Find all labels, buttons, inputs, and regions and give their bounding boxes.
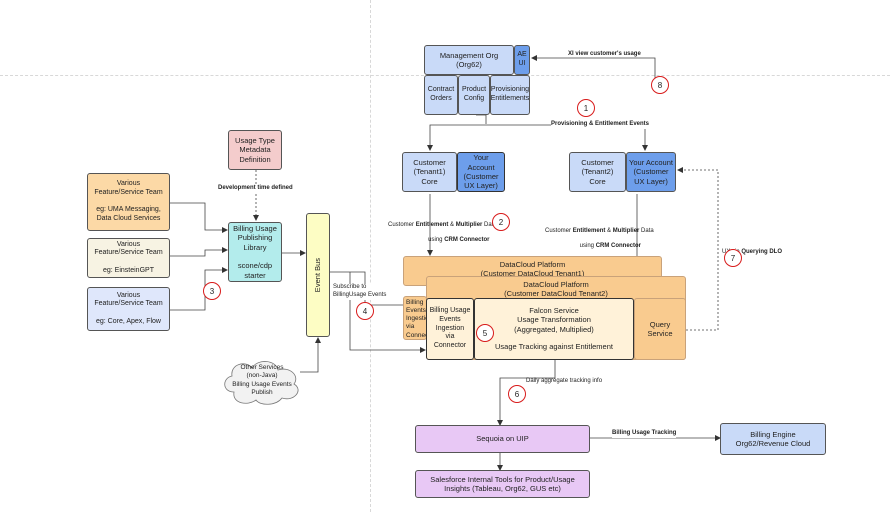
event-bus-label: Event Bus: [313, 257, 323, 293]
provisioning-entitlements: Provisioning Entitlements: [490, 75, 530, 115]
management-org: Management Org (Org62): [424, 45, 514, 75]
event-bus: Event Bus: [306, 213, 330, 337]
your-account-tenant2: Your Account (Customer UX Layer): [626, 152, 676, 192]
step-badge-5: 5: [476, 324, 494, 342]
billing-usage-tracking-label: Billing Usage Tracking: [612, 430, 677, 438]
step-badge-2: 2: [492, 213, 510, 231]
team-box-2: Various Feature/Service Team eg: Einstei…: [87, 238, 170, 278]
subscribe-label: Subscribe to BillingUsage Events: [333, 284, 387, 300]
billing-usage-library: Billing Usage Publishing Library scone/c…: [228, 222, 282, 282]
falcon-service: Falcon Service Usage Transformation (Agg…: [474, 298, 634, 360]
step-badge-1: 1: [577, 99, 595, 117]
provisioning-events-label: Provisioning & Entitlement Events: [551, 121, 650, 129]
customer-tenant2-core: Customer (Tenant2) Core: [569, 152, 626, 192]
vertical-guide-line: [370, 0, 371, 512]
entitlement-multiplier-label-1: Customer Entitlement & Multiplier Data u…: [388, 221, 497, 244]
step-badge-6: 6: [508, 385, 526, 403]
product-config: Product Config: [458, 75, 490, 115]
customer-tenant1-core: Customer (Tenant1) Core: [402, 152, 457, 192]
sequoia-on-uip: Sequoia on UIP: [415, 425, 590, 453]
behind-ingestion-box: Billing Events Ingestion via Connector: [403, 296, 436, 340]
other-services-label: Other Services (non-Java) Billing Usage …: [232, 364, 292, 397]
development-time-label: Development time defined: [218, 185, 293, 193]
falcon-service-text: Falcon Service Usage Transformation (Agg…: [514, 306, 594, 334]
step-badge-4: 4: [356, 302, 374, 320]
contract-orders: Contract Orders: [424, 75, 458, 115]
ae-ui: AE UI: [514, 45, 530, 75]
step-badge-3: 3: [203, 282, 221, 300]
step-badge-8: 8: [651, 76, 669, 94]
query-service: Query Service: [634, 298, 686, 360]
usage-type-metadata: Usage Type Metadata Definition: [228, 130, 282, 170]
usage-tracking-text: Usage Tracking against Entitlement: [495, 342, 613, 351]
xi-view-label: XI view customer's usage: [568, 51, 641, 57]
daily-aggregate-label: Daily aggregate tracking info: [526, 378, 603, 384]
step-badge-7: 7: [724, 249, 742, 267]
your-account-tenant1: Your Account (Customer UX Layer): [457, 152, 505, 192]
billing-usage-ingestion: Billing Usage Events Ingestion via Conne…: [426, 298, 474, 360]
team-box-3: Various Feature/Service Team eg: Core, A…: [87, 287, 170, 331]
other-services-cloud: [224, 361, 299, 405]
entitlement-multiplier-label-2: Customer Entitlement & Multiplier Data u…: [545, 227, 654, 250]
billing-engine: Billing Engine Org62/Revenue Cloud: [720, 423, 826, 455]
internal-tools: Salesforce Internal Tools for Product/Us…: [415, 470, 590, 498]
team-box-1: Various Feature/Service Team eg: UMA Mes…: [87, 173, 170, 231]
